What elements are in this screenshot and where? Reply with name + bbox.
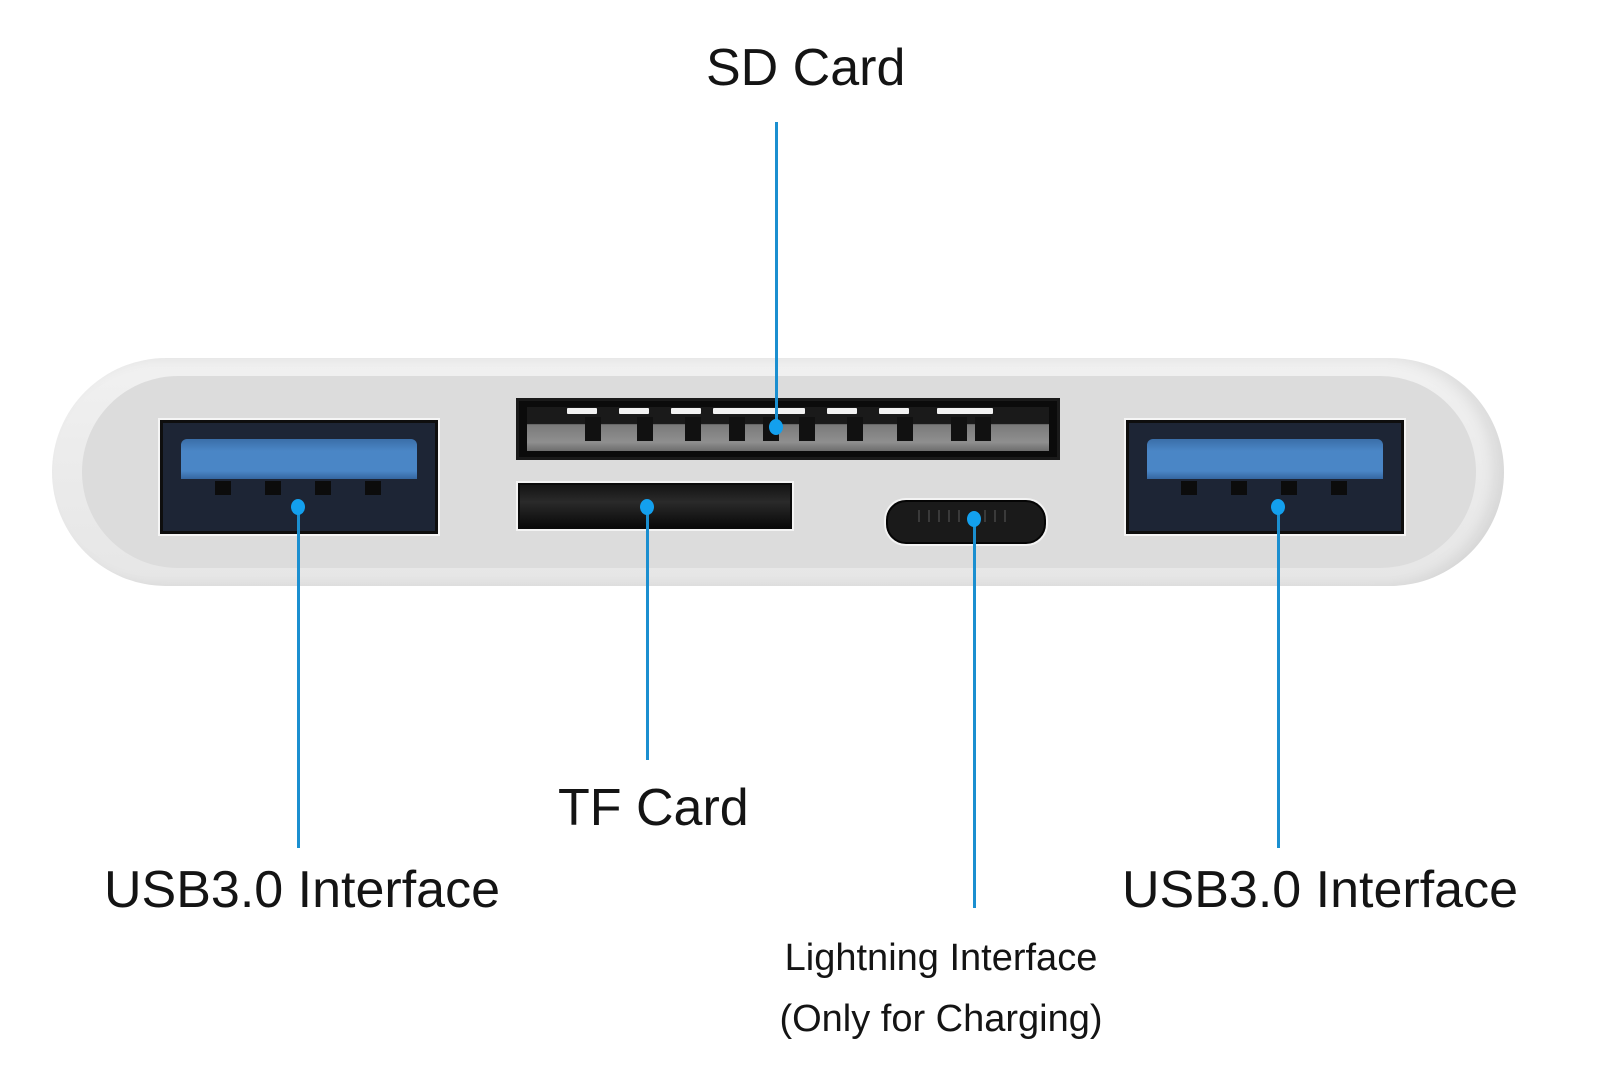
sd-leg [685, 417, 701, 441]
usb-left-callout-dot [291, 499, 305, 515]
lightning-contact [958, 510, 960, 522]
lightning-contact [948, 510, 950, 522]
usb-tongue [1147, 439, 1383, 479]
lightning-contact [918, 510, 920, 522]
usb-left-label: USB3.0 Interface [104, 861, 500, 919]
tf-card-label: TF Card [558, 779, 749, 837]
sd-contact [671, 408, 701, 414]
usb-pin [265, 481, 281, 495]
sd-card-label: SD Card [706, 39, 906, 97]
lightning-contact [1004, 510, 1006, 522]
sd-card-slot [516, 398, 1060, 460]
sd-leg [897, 417, 913, 441]
sd-leg [637, 417, 653, 441]
lightning-contact [928, 510, 930, 522]
lightning-port [886, 500, 1046, 544]
usb-left-leader-line [297, 508, 300, 848]
usb-pin [315, 481, 331, 495]
usb-pin [1181, 481, 1197, 495]
lightning-leader-line [973, 520, 976, 908]
tf-callout-dot [640, 499, 654, 515]
usb-pin [1231, 481, 1247, 495]
usb-pin [1281, 481, 1297, 495]
usb-port-right [1126, 420, 1404, 534]
sd-leg [847, 417, 863, 441]
lightning-contact [984, 510, 986, 522]
usb-tongue [181, 439, 417, 479]
sd-contact [567, 408, 597, 414]
tf-leader-line [646, 508, 649, 760]
sd-leader-line [775, 122, 778, 426]
sd-contact [879, 408, 909, 414]
lightning-contact [938, 510, 940, 522]
sd-contact [619, 408, 649, 414]
usb-pin [1331, 481, 1347, 495]
lightning-label-line2: (Only for Charging) [779, 997, 1103, 1040]
sd-contact [713, 408, 805, 414]
sd-callout-dot [769, 419, 783, 435]
lightning-contact [994, 510, 996, 522]
sd-leg [729, 417, 745, 441]
sd-leg [975, 417, 991, 441]
sd-contact [937, 408, 993, 414]
lightning-callout-dot [967, 511, 981, 527]
tf-card-slot [518, 483, 792, 529]
sd-leg [585, 417, 601, 441]
usb-right-label: USB3.0 Interface [1122, 861, 1518, 919]
lightning-label-line1: Lightning Interface [784, 937, 1098, 979]
lightning-label: Lightning Interface (Only for Charging) [756, 928, 1126, 1050]
usb-right-leader-line [1277, 508, 1280, 848]
usb-right-callout-dot [1271, 499, 1285, 515]
usb-pin [365, 481, 381, 495]
sd-leg [799, 417, 815, 441]
sd-leg [951, 417, 967, 441]
usb-pin [215, 481, 231, 495]
sd-contact [827, 408, 857, 414]
